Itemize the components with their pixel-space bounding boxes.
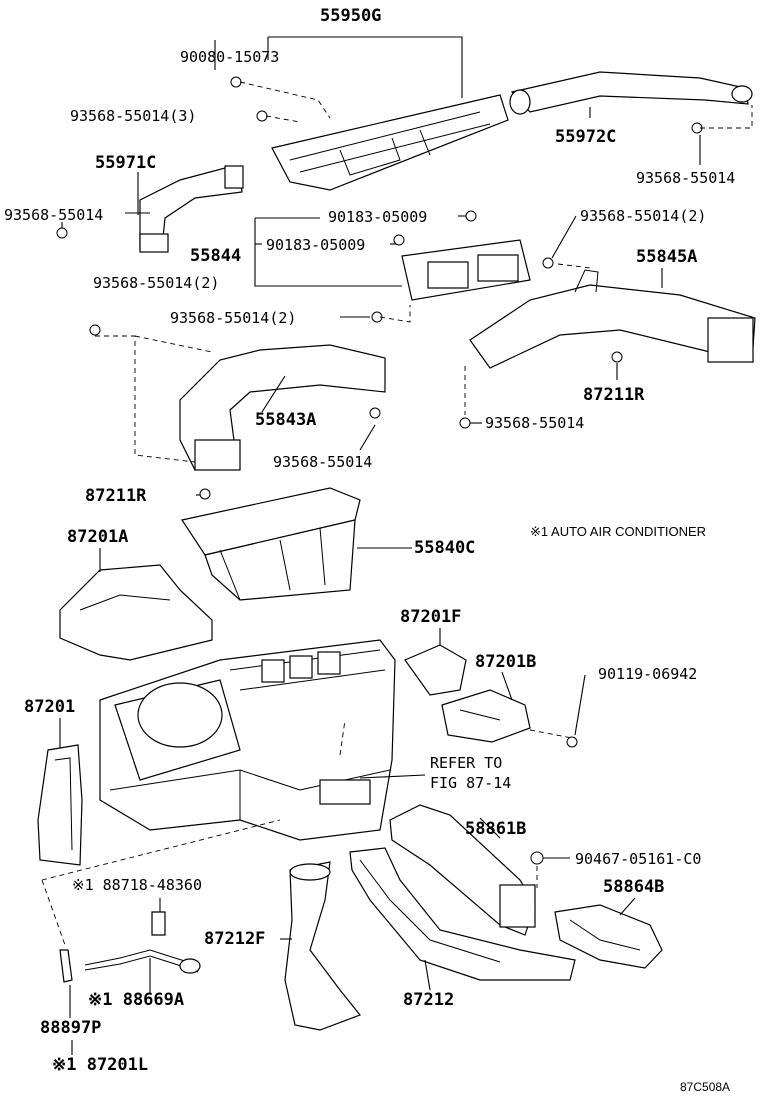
duct-55843A xyxy=(179,344,386,471)
duct-58861B xyxy=(389,804,536,936)
clip-88718 xyxy=(151,911,166,936)
duct-55971C xyxy=(139,165,244,253)
duct-87201 xyxy=(37,744,83,866)
label-87212F: 87212F xyxy=(204,929,265,949)
note-auto-air-conditioner: ※1 AUTO AIR CONDITIONER xyxy=(530,524,706,539)
bolts xyxy=(56,76,703,865)
refer-to-line1: REFER TO xyxy=(430,754,502,772)
bracket-87201F xyxy=(404,644,467,696)
label-55840C: 55840C xyxy=(414,538,475,558)
label-87212: 87212 xyxy=(403,990,454,1010)
sensor-88897P xyxy=(59,949,73,983)
label-90467-05161-C0: 90467-05161-C0 xyxy=(575,850,701,868)
label-87201B: 87201B xyxy=(475,652,536,672)
duct-58864B xyxy=(554,904,663,969)
duct-87212 xyxy=(349,847,576,981)
label-93568-55014-3: 93568-55014(3) xyxy=(70,107,196,125)
duct-87212F xyxy=(284,861,361,1031)
label-93568-55014-2-c: 93568-55014(2) xyxy=(170,309,296,327)
duct-87201A xyxy=(59,564,213,661)
label-55971C: 55971C xyxy=(95,153,156,173)
case-55840C xyxy=(181,487,361,601)
refer-to-line2: FIG 87-14 xyxy=(430,774,511,792)
label-87201A: 87201A xyxy=(67,527,128,547)
heater-unit-assembly xyxy=(99,639,396,841)
leader-lines xyxy=(41,36,753,1055)
duct-55845A xyxy=(469,269,756,369)
duct-55972C xyxy=(509,71,753,115)
label-90183-05009-b: 90183-05009 xyxy=(266,236,365,254)
label-87211R-right: 87211R xyxy=(583,385,645,405)
label-93568-55014-upper-right: 93568-55014 xyxy=(636,169,735,187)
label-87211R-left: 87211R xyxy=(85,486,147,506)
label-55844: 55844 xyxy=(190,246,241,266)
label-58861B: 58861B xyxy=(465,819,526,839)
sensor-hose-88669A xyxy=(84,949,201,974)
label-58864B: 58864B xyxy=(603,877,664,897)
label-55843A: 55843A xyxy=(255,410,316,430)
label-88669A: ※1 88669A xyxy=(88,990,184,1010)
bracket-87201B xyxy=(441,689,531,743)
label-88718-48360: ※1 88718-48360 xyxy=(72,876,202,894)
label-87201: 87201 xyxy=(24,697,75,717)
label-93568-55014-2-b: 93568-55014(2) xyxy=(93,274,219,292)
label-93568-55014-left: 93568-55014 xyxy=(4,206,103,224)
label-90183-05009-a: 90183-05009 xyxy=(328,208,427,226)
diagram-code: 87C508A xyxy=(680,1080,730,1094)
label-93568-55014-2-a: 93568-55014(2) xyxy=(580,207,706,225)
defroster-nozzle-55950G xyxy=(271,94,509,191)
label-93568-55014-right: 93568-55014 xyxy=(485,414,584,432)
register-55844 xyxy=(401,239,531,301)
label-90119-06942: 90119-06942 xyxy=(598,665,697,683)
label-55950G: 55950G xyxy=(320,6,381,26)
label-88897P: 88897P xyxy=(40,1018,101,1038)
label-87201L: ※1 87201L xyxy=(52,1055,148,1075)
label-93568-55014-mid: 93568-55014 xyxy=(273,453,372,471)
label-55972C: 55972C xyxy=(555,127,616,147)
label-90080-15073: 90080-15073 xyxy=(180,48,279,66)
label-55845A: 55845A xyxy=(636,247,697,267)
label-87201F: 87201F xyxy=(400,607,461,627)
